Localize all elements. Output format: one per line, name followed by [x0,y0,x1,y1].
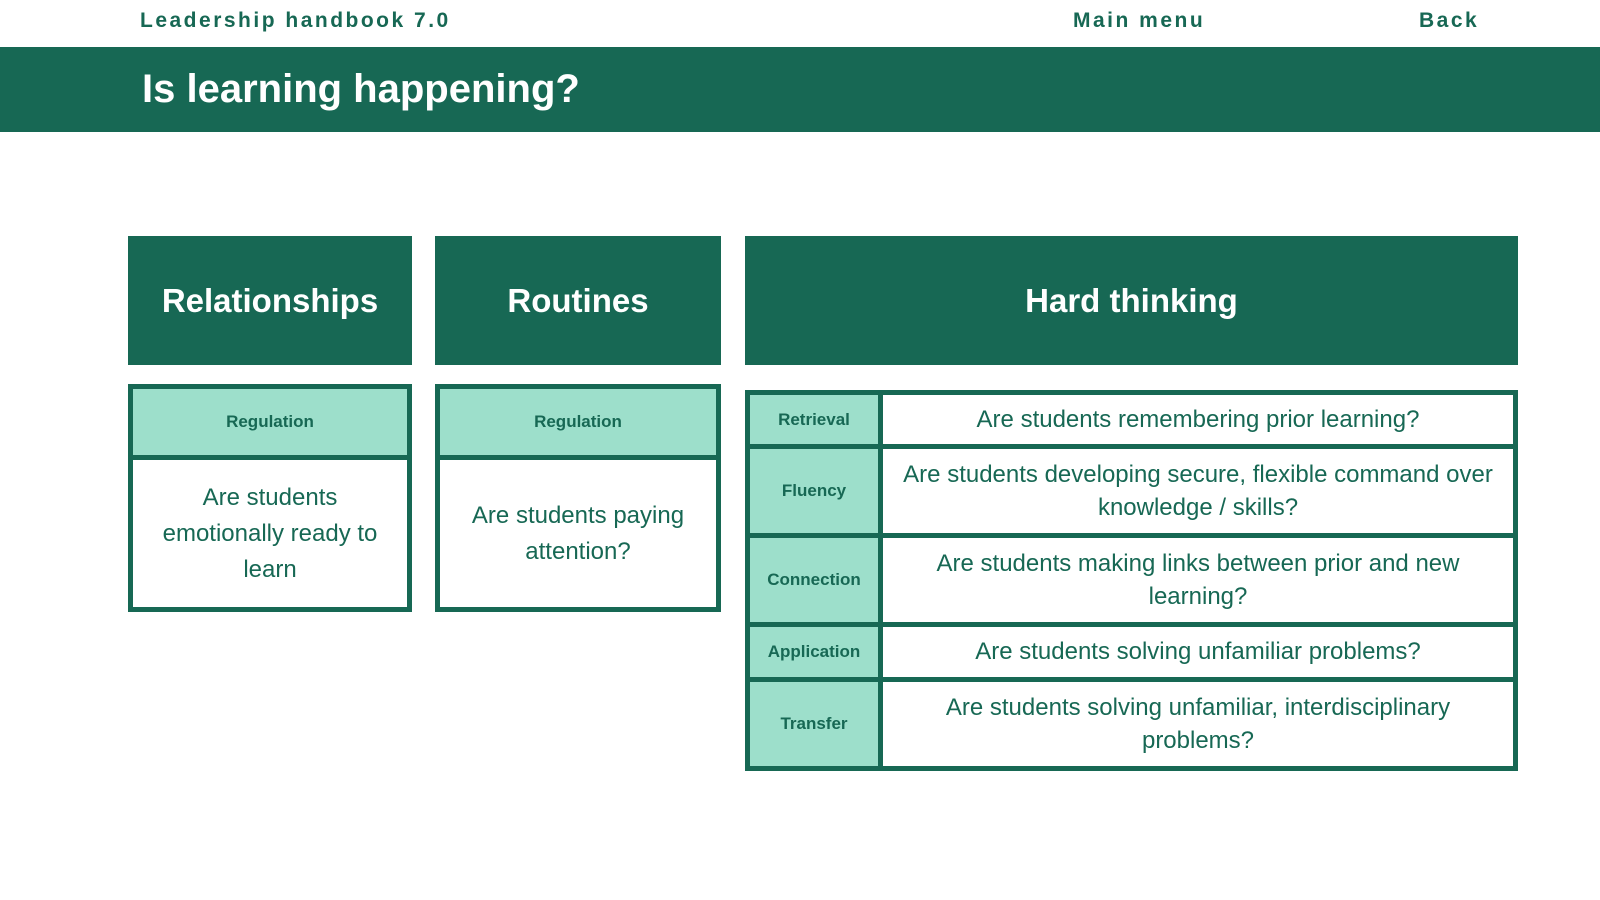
page-title: Is learning happening? [142,67,580,111]
relationships-question: Are students emotionally ready to learn [162,483,378,583]
table-row: Fluency Are students developing secure, … [750,444,1513,534]
hard-thinking-header: Hard thinking [745,236,1518,365]
table-row: Retrieval Are students remembering prior… [750,395,1513,445]
application-question: Are students solving unfamiliar problems… [975,638,1421,666]
relationships-regulation-label: Regulation [133,389,407,460]
fluency-question: Are students developing secure, flexible… [903,460,1493,522]
connection-label: Connection [750,538,883,622]
top-nav-bar: Leadership handbook 7.0 Main menu Back [0,0,1600,47]
transfer-label: Transfer [750,682,883,766]
routines-question: Are students paying attention? [471,501,685,565]
routines-regulation-label: Regulation [440,389,716,460]
back-link[interactable]: Back [1419,9,1480,32]
hard-thinking-table: Retrieval Are students remembering prior… [745,390,1518,771]
table-row: Transfer Are students solving unfamiliar… [750,677,1513,766]
handbook-title: Leadership handbook 7.0 [140,9,451,32]
relationships-box: Regulation Are students emotionally read… [128,384,412,612]
routines-header: Routines [435,236,721,365]
connection-question: Are students making links between prior … [936,549,1460,611]
routines-box: Regulation Are students paying attention… [435,384,721,612]
fluency-label: Fluency [750,449,883,534]
table-row: Application Are students solving unfamil… [750,621,1513,678]
table-row: Connection Are students making links bet… [750,533,1513,622]
application-label: Application [750,626,883,678]
page-banner: Is learning happening? [0,47,1600,132]
retrieval-label: Retrieval [750,395,883,445]
transfer-question: Are students solving unfamiliar, interdi… [945,693,1451,755]
relationships-header: Relationships [128,236,412,365]
retrieval-question: Are students remembering prior learning? [976,405,1420,433]
main-menu-link[interactable]: Main menu [1073,9,1206,32]
